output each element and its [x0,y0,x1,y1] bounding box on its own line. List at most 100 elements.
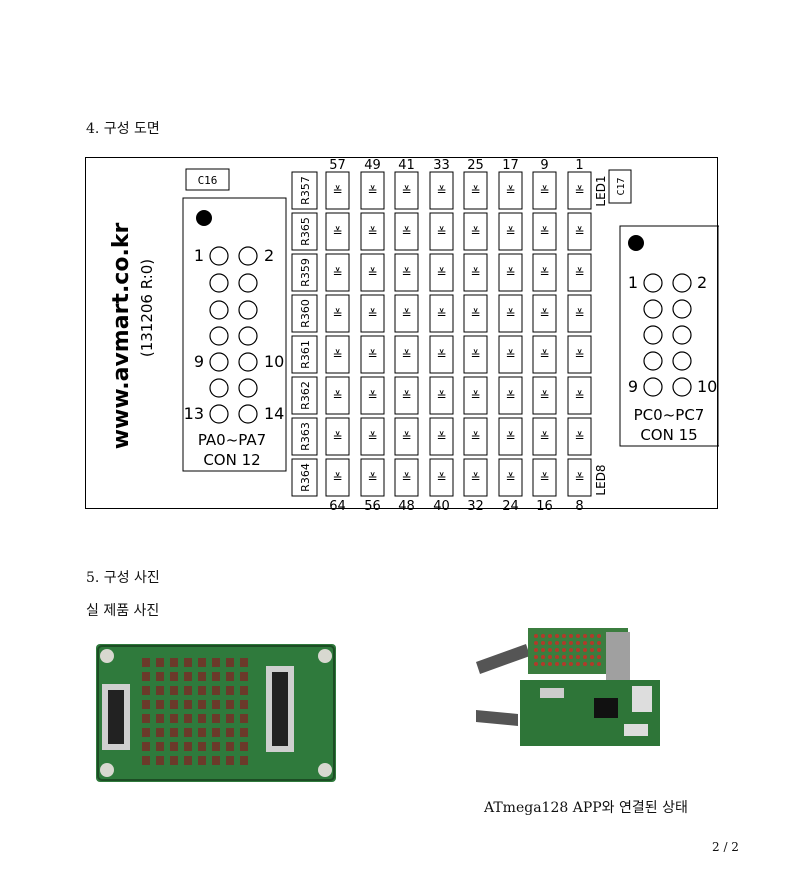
led-box [429,171,454,210]
photo1-led [212,700,220,709]
con12-name-label: CON 12 [203,451,260,469]
led-symbol: ≚ [470,471,480,485]
con12-pin-left [209,404,229,424]
con12-pin-right [238,404,258,424]
led-box [463,458,488,497]
resistor-box [291,294,318,333]
led-box [567,253,592,292]
photo1-led [212,756,220,765]
photo1-led [156,658,164,667]
photo1-led [226,658,234,667]
column-bottom-number: 16 [536,499,553,510]
photo1-led [198,728,206,737]
led-symbol: ≚ [367,348,377,362]
photo1-led [212,714,220,723]
led-symbol: ≚ [332,266,342,280]
photo1-led [170,742,178,751]
photo1-led [198,658,206,667]
photo1-led [142,658,150,667]
photo1-led [226,686,234,695]
column-bottom-number: 32 [467,499,484,510]
led-symbol: ≚ [436,225,446,239]
photo1-led [198,714,206,723]
photo2-led [534,662,538,666]
led-symbol: ≚ [505,348,515,362]
resistor-box [291,171,318,210]
led-symbol: ≚ [401,307,411,321]
led-symbol: ≚ [574,471,584,485]
con15-pin-left [643,325,663,345]
led-box [532,294,557,333]
photo1-led [170,756,178,765]
resistor-box [291,335,318,374]
photo2-led [583,662,587,666]
con12-pin1-marker [196,210,212,226]
con12-pin-right [238,246,258,266]
led-box [532,253,557,292]
led-symbol: ≚ [332,307,342,321]
led-symbol: ≚ [470,184,480,198]
con15-pin-right [672,351,692,371]
connected-setup-photo [476,628,660,746]
photo1-led [156,742,164,751]
led-symbol: ≚ [367,430,377,444]
con15-pin9-label: 9 [628,377,638,396]
led-box [360,253,385,292]
column-top-number: 25 [467,158,484,173]
photo1-led [156,756,164,765]
led-symbol: ≚ [505,225,515,239]
con12-pin-right [238,326,258,346]
led-symbol: ≚ [401,389,411,403]
photo2-led [541,655,545,659]
led-box [394,253,419,292]
photo1-led [212,686,220,695]
con15-pin1-marker [628,235,644,251]
con15-port-label: PC0~PC7 [634,406,705,424]
led-box [429,417,454,456]
led-box [360,376,385,415]
led-symbol: ≚ [539,348,549,362]
led-symbol: ≚ [332,225,342,239]
led-symbol: ≚ [505,389,515,403]
photo1-led [156,700,164,709]
photo2-led [590,648,594,652]
led-box [429,458,454,497]
led-box [429,376,454,415]
resistor-label: R361 [299,340,312,369]
led-box [567,212,592,251]
con15-pin1-label: 1 [628,273,638,292]
photo1-led [198,700,206,709]
photo2-led [562,648,566,652]
photo2-led [541,634,545,638]
led-box [463,376,488,415]
led-box [429,335,454,374]
photo1-led [240,728,248,737]
led-box [498,294,523,333]
led-box [394,417,419,456]
photo2-led [576,648,580,652]
con15-pin-left [643,299,663,319]
photo2-led [576,662,580,666]
photo1-led [240,756,248,765]
led-symbol: ≚ [470,225,480,239]
photo1-led [184,714,192,723]
led-box [532,376,557,415]
board-revision-text: (131206 R:0) [138,259,156,357]
photo2-led [569,662,573,666]
product-photo-subheading: 실 제품 사진 [86,603,160,619]
led-symbol: ≚ [332,471,342,485]
con15-pin-right [672,377,692,397]
photo1-led [226,672,234,681]
led-symbol: ≚ [367,266,377,280]
photo2-led [576,655,580,659]
led-symbol: ≚ [505,471,515,485]
led-symbol: ≚ [332,348,342,362]
column-top-number: 49 [364,158,381,173]
photo2-led [583,648,587,652]
photo1-led [184,658,192,667]
led-symbol: ≚ [505,266,515,280]
con15-pin-left [643,273,663,293]
led-symbol: ≚ [332,389,342,403]
